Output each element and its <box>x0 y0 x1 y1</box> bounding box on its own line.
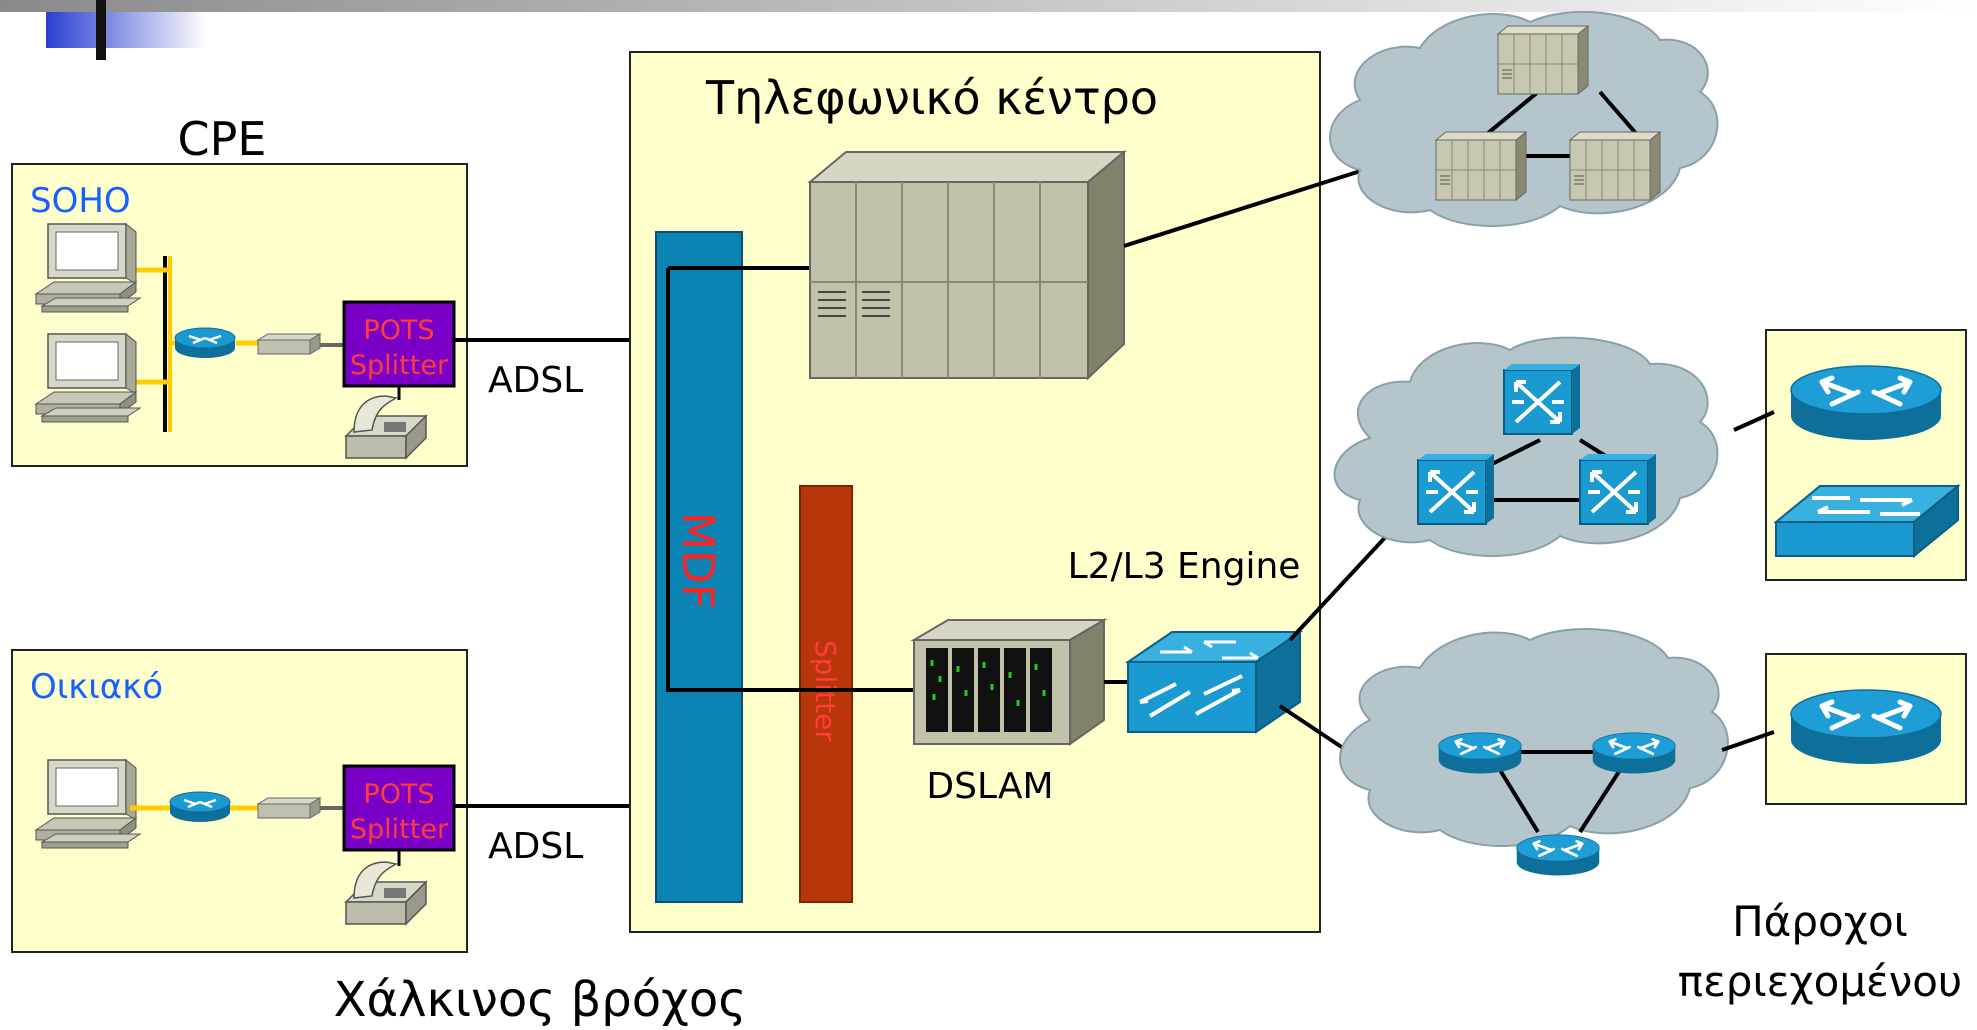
soho-label: SOHO <box>30 181 131 221</box>
atm-switch-icon <box>1416 452 1496 526</box>
rack-icon <box>1569 131 1661 201</box>
modem-icon <box>257 797 321 819</box>
atm-switch-icon <box>1578 452 1658 526</box>
providers-label-line2: περιεχομένου <box>1678 957 1962 1006</box>
router-icon <box>1791 690 1941 764</box>
logo-block <box>46 12 206 48</box>
logo-bar <box>96 0 106 60</box>
pots-label: POTS <box>363 315 434 346</box>
splitter-bar <box>799 485 853 903</box>
router-icon <box>168 790 232 824</box>
switch-cloud-link <box>1123 166 1371 248</box>
pc-icon <box>35 759 141 849</box>
router-icon <box>1791 366 1941 440</box>
home-label: Οικιακό <box>30 667 163 707</box>
splitter-label: Splitter <box>350 814 449 845</box>
cloud-provider2-link <box>1721 730 1775 752</box>
pots-splitter-soho <box>342 300 456 388</box>
header-strip <box>0 0 1977 12</box>
mdf-bar <box>655 231 743 903</box>
pc-icon <box>35 223 141 313</box>
router-icon <box>173 326 237 360</box>
adsl-label-soho: ADSL <box>488 360 583 401</box>
modem-icon <box>257 333 321 355</box>
router-icon <box>1437 731 1523 775</box>
atm-switch-icon <box>1502 362 1582 436</box>
central-office-label: Τηλεφωνικό κέντρο <box>705 71 1158 125</box>
router-icon <box>1515 833 1601 877</box>
rack-icon <box>1435 131 1527 201</box>
providers-label-line1: Πάροχοι <box>1732 897 1908 946</box>
telephone-switch-icon <box>807 149 1127 381</box>
cloud-icon <box>1339 628 1729 848</box>
dslam-icon <box>910 618 1108 746</box>
mdf-label: MDF <box>672 512 723 609</box>
engine-cloud-link-lower <box>1278 704 1354 756</box>
cloud-provider1-link <box>1733 410 1775 432</box>
rack-icon <box>1497 25 1589 95</box>
engine-cloud-link-upper <box>1288 528 1394 642</box>
engine-label: L2/L3 Engine <box>1068 546 1301 587</box>
copper-loop-label: Χάλκινος βρόχος <box>334 972 747 1028</box>
mdf-wiring <box>666 268 920 692</box>
adsl-label-home: ADSL <box>488 826 583 867</box>
pots-splitter-home <box>342 764 456 852</box>
dslam-label: DSLAM <box>926 766 1053 807</box>
splitter-label: Splitter <box>350 350 449 381</box>
pc-icon <box>35 333 141 423</box>
router-icon <box>1591 731 1677 775</box>
pots-label: POTS <box>363 779 434 810</box>
workgroup-switch-icon <box>1773 483 1961 559</box>
l3-switch-icon <box>1124 630 1304 734</box>
cpe-label: CPE <box>178 112 267 166</box>
